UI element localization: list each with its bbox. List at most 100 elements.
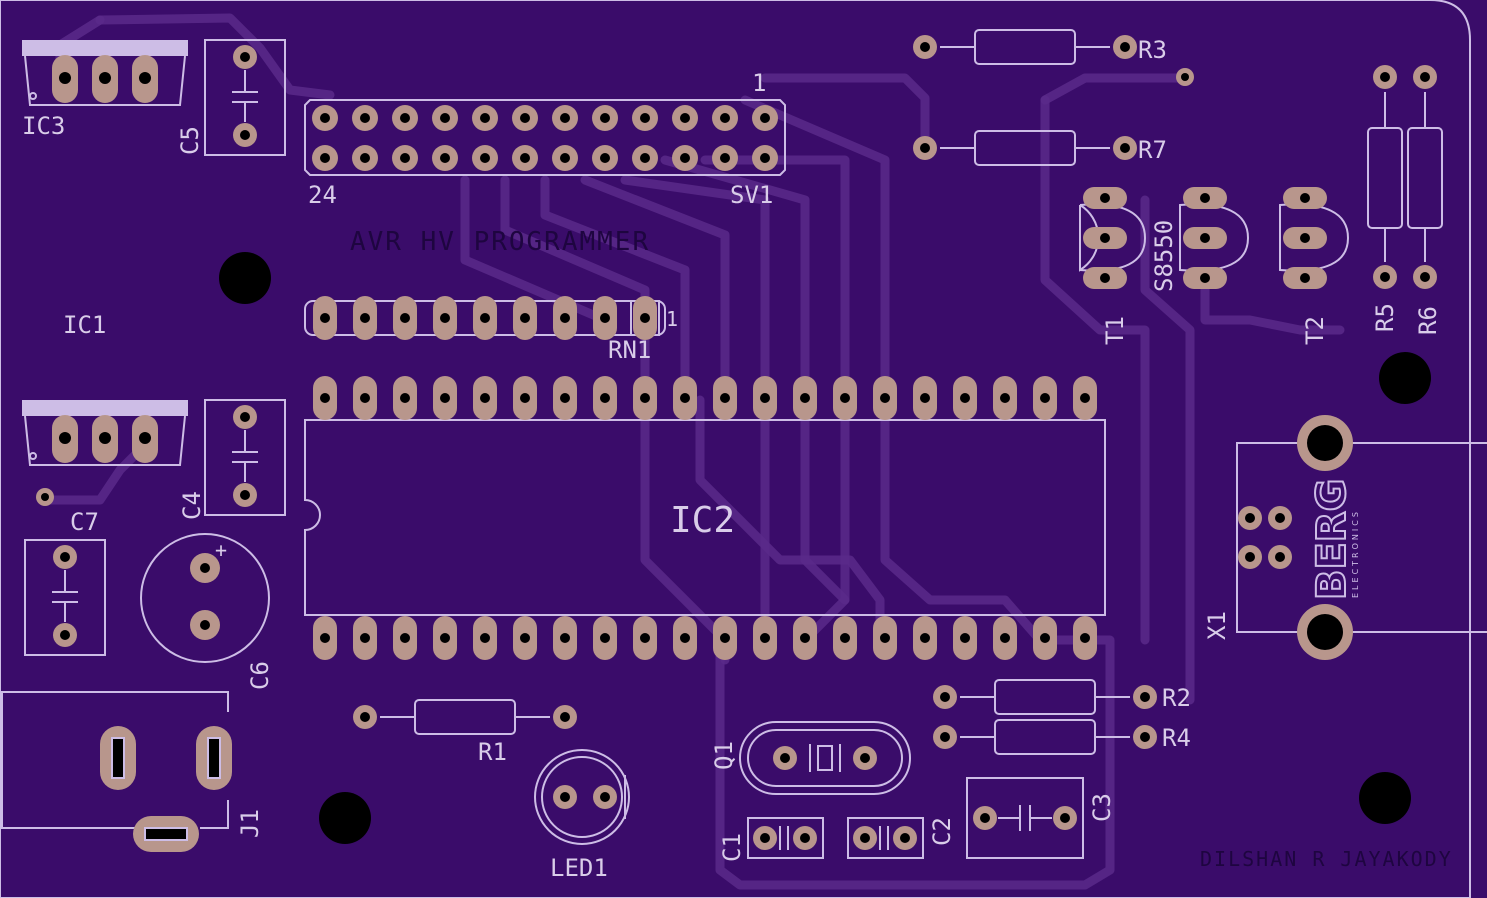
drill-hole [640,633,650,643]
c6-electrolytic-capacitor [140,533,270,663]
berg-logo: BERG [1309,479,1355,600]
drill-hole [800,633,810,643]
board-title: AVR HV PROGRAMMER [350,227,650,257]
s8550-transistor [1179,187,1250,289]
x1-connector [1236,415,1487,660]
drill-hole [1040,393,1050,403]
ic3-regulator [22,40,188,106]
t2-transistor [1279,187,1350,289]
ic2-microcontroller [304,376,1106,660]
sv1-header [304,99,786,176]
drill-hole [360,393,370,403]
drill-hole [600,313,610,323]
c1-capacitor [747,817,824,859]
led1 [534,749,630,845]
drill-hole [1040,633,1050,643]
drill-hole [680,393,690,403]
drill-hole [760,153,770,163]
r5-resistor [1367,65,1403,289]
x1-label: X1 [1203,611,1231,640]
mounting-holes [219,252,1431,844]
drill-hole [840,393,850,403]
drill-hole [680,113,690,123]
drill-hole [720,153,730,163]
drill-hole [440,113,450,123]
c3-capacitor [966,777,1084,859]
rn1-resistor-network [304,296,666,340]
drill-hole [320,113,330,123]
c2-capacitor [847,817,924,859]
c4-capacitor [204,399,286,516]
drill-hole [320,153,330,163]
drill-hole [920,633,930,643]
c7-capacitor [24,539,106,656]
c3-label: C3 [1088,793,1116,822]
r1-resistor [353,699,577,735]
drill-hole [480,393,490,403]
drill-hole [600,633,610,643]
c7-label: C7 [70,508,99,536]
drill-hole [480,633,490,643]
drill-hole [1080,633,1090,643]
drill-hole [680,153,690,163]
r2-resistor [933,679,1157,715]
r7-label: R7 [1138,136,1167,164]
ic3-label: IC3 [22,112,65,140]
r3-label: R3 [1138,36,1167,64]
drill-hole [800,393,810,403]
sv1-pin24-label: 24 [308,181,337,209]
drill-hole [1000,393,1010,403]
drill-hole [400,393,410,403]
drill-hole [1000,633,1010,643]
drill-hole [440,313,450,323]
drill-hole [440,633,450,643]
drill-hole [440,153,450,163]
drill-hole [640,313,650,323]
drill-hole [560,633,570,643]
drill-hole [640,153,650,163]
j1-label: J1 [236,809,264,838]
rn1-pin1-label: 1 [666,307,678,331]
drill-hole [760,633,770,643]
drill-hole [560,313,570,323]
drill-hole [600,153,610,163]
q1-label: Q1 [710,741,738,770]
q1-crystal [739,721,911,795]
r6-resistor [1407,65,1443,289]
drill-hole [560,393,570,403]
led1-label: LED1 [550,854,608,882]
drill-hole [720,113,730,123]
drill-hole [400,113,410,123]
c5-label: C5 [176,126,204,155]
drill-hole [680,633,690,643]
drill-hole [600,393,610,403]
drill-hole [440,393,450,403]
r6-label: R6 [1414,306,1442,335]
drill-hole [320,633,330,643]
r4-label: R4 [1162,724,1191,752]
r2-label: R2 [1162,684,1191,712]
drill-hole [840,633,850,643]
drill-hole [520,113,530,123]
drill-hole [640,113,650,123]
drill-hole [760,113,770,123]
drill-hole [920,393,930,403]
drill-hole [520,153,530,163]
drill-hole [360,313,370,323]
c6-plus-label: + [215,538,227,562]
sv1-label: SV1 [730,181,773,209]
drill-hole [320,393,330,403]
c1-label: C1 [718,833,746,862]
drill-hole [480,153,490,163]
drill-hole [520,633,530,643]
drill-hole [560,113,570,123]
drill-hole [320,313,330,323]
c6-label: C6 [246,661,274,690]
s8550-label: S8550 [1150,220,1178,292]
j1-power-jack [1,691,232,852]
author-credit: DILSHAN R JAYAKODY [1200,847,1453,871]
drill-hole [600,113,610,123]
